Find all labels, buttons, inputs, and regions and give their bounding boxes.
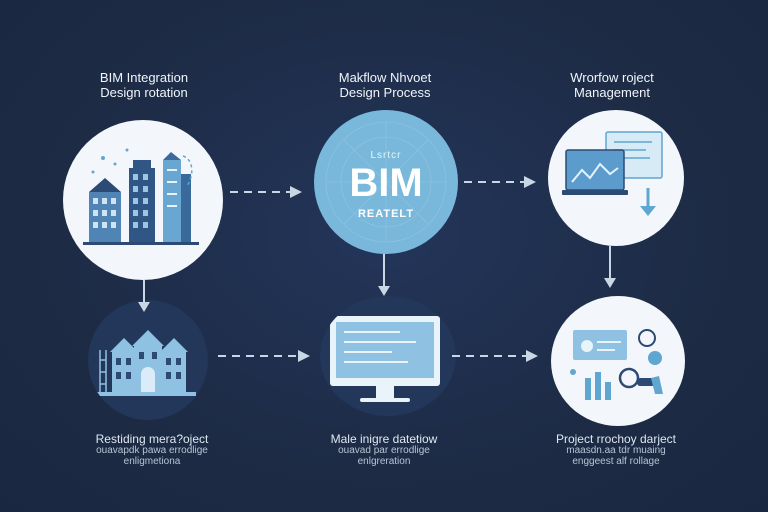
stage-caption-restiding: Restiding mera?oject ouavapdk pawa errod… — [95, 432, 209, 467]
stage-title-management: Wrorfow roject Management — [570, 70, 654, 100]
node-campus — [88, 300, 208, 420]
campus-building-icon — [96, 330, 196, 396]
arrow-down-icon — [138, 280, 150, 312]
arrow-down-1 — [136, 280, 152, 314]
node-analytics — [551, 296, 685, 426]
bim-grid-icon — [325, 121, 447, 243]
dashed-arrow-right-icon — [452, 350, 538, 362]
arrow-down-3 — [602, 246, 618, 290]
node-monitor — [320, 296, 456, 416]
arrow-down-2 — [376, 254, 392, 298]
bim-badge-main-label: BIM — [349, 161, 423, 205]
dashed-arrow-right-icon — [464, 176, 536, 188]
arrow-right-3 — [216, 348, 312, 364]
node-management — [548, 110, 684, 246]
arrow-right-1 — [228, 184, 304, 200]
analytics-dashboard-icon — [570, 329, 663, 400]
stage-caption-male-inigre: Male inigre datetiow ouavad par errodlig… — [330, 432, 438, 467]
screens-monitor-icon — [562, 131, 663, 216]
dashed-arrow-right-icon — [230, 186, 302, 198]
arrow-right-2 — [462, 174, 538, 190]
bim-badge-small-label: Lsrtcr — [370, 150, 402, 161]
arrow-down-icon — [378, 254, 390, 296]
dashed-arrow-right-icon — [218, 350, 310, 362]
stage-title-bim-integration: BIM Integration Design rotation — [99, 70, 189, 100]
arrow-down-icon — [604, 246, 616, 288]
arrow-right-4 — [450, 348, 540, 364]
node-bim-badge: Lsrtcr BIM REATELT — [314, 110, 458, 254]
city-buildings-icon — [83, 148, 199, 245]
stage-caption-project: Project rrochoy darject maasdn.aa tdr mu… — [555, 432, 677, 467]
node-buildings — [63, 120, 223, 280]
desktop-monitor-icon — [330, 316, 440, 402]
bim-badge-sub-label: REATELT — [357, 208, 415, 220]
stage-title-design-process: Makflow Nhvoet Design Process — [338, 70, 432, 100]
